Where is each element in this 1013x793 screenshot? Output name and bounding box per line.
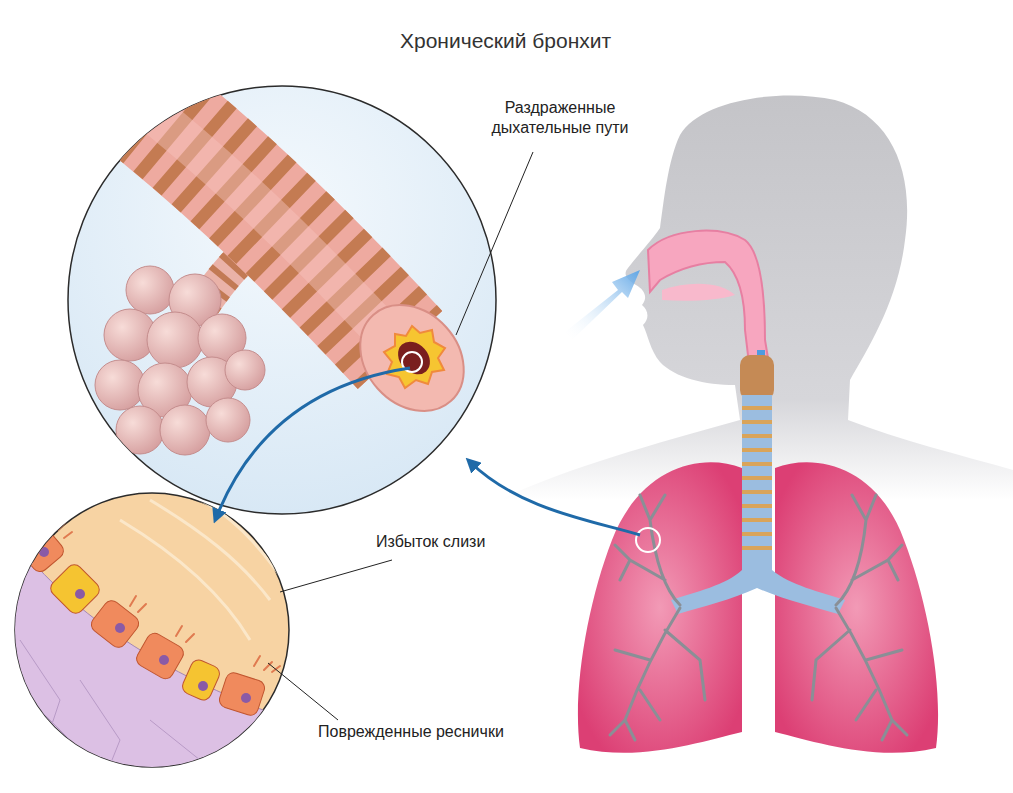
callout-label: Избыток слизи xyxy=(376,532,485,552)
zoom-marker xyxy=(636,528,660,552)
damaged-cilia xyxy=(58,522,280,672)
trachea-rings xyxy=(742,408,772,548)
right-lung xyxy=(775,462,938,752)
cell-nuclei xyxy=(39,547,251,703)
air-in-arrow xyxy=(565,270,640,340)
title: Хронический бронхит xyxy=(400,28,611,54)
trachea xyxy=(742,395,772,575)
callout-label: Поврежденные реснички xyxy=(318,722,504,742)
leader-lines xyxy=(268,152,533,720)
zoom-arrow xyxy=(470,462,640,535)
zoom-arrow-2 xyxy=(216,368,410,518)
bronchus-section xyxy=(339,284,485,432)
callout-label: Раздраженные дыхательные пути xyxy=(470,98,650,138)
bronchial-tree xyxy=(610,495,907,740)
mouth-cavity xyxy=(662,284,735,301)
narrowed-lumen xyxy=(392,335,437,380)
zoom-circle xyxy=(68,86,496,514)
main-bronchi xyxy=(671,570,845,614)
inflamed-lining xyxy=(384,326,445,388)
mucus-strands xyxy=(120,500,290,640)
nasal-cavity xyxy=(648,231,770,372)
bronchus xyxy=(130,95,400,350)
larynx xyxy=(740,355,774,400)
left-lung xyxy=(578,462,742,752)
alveoli xyxy=(95,266,265,455)
tissue xyxy=(0,520,290,793)
epithelial-cells xyxy=(13,521,266,717)
